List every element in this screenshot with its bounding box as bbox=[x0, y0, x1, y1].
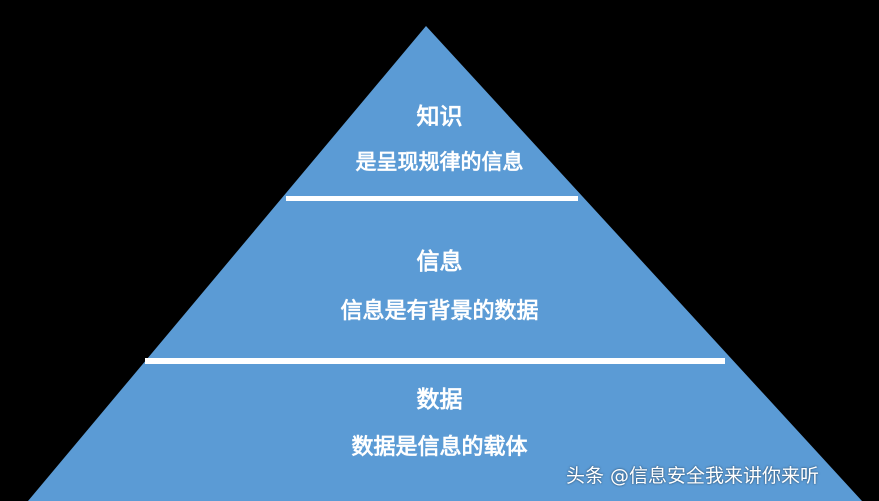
tier-information-description: 信息是有背景的数据 bbox=[340, 299, 539, 324]
watermark-text: 头条 @信息安全我来讲你来听 bbox=[566, 465, 820, 487]
separator-bottom bbox=[145, 358, 725, 364]
tier-knowledge-title: 知识 bbox=[416, 104, 463, 130]
separator-top bbox=[286, 196, 578, 201]
pyramid-triangle bbox=[28, 26, 862, 501]
tier-data-description: 数据是信息的载体 bbox=[351, 435, 528, 460]
tier-knowledge-description: 是呈现规律的信息 bbox=[355, 150, 524, 174]
tier-data-title: 数据 bbox=[416, 387, 463, 413]
tier-information-title: 信息 bbox=[416, 249, 463, 275]
